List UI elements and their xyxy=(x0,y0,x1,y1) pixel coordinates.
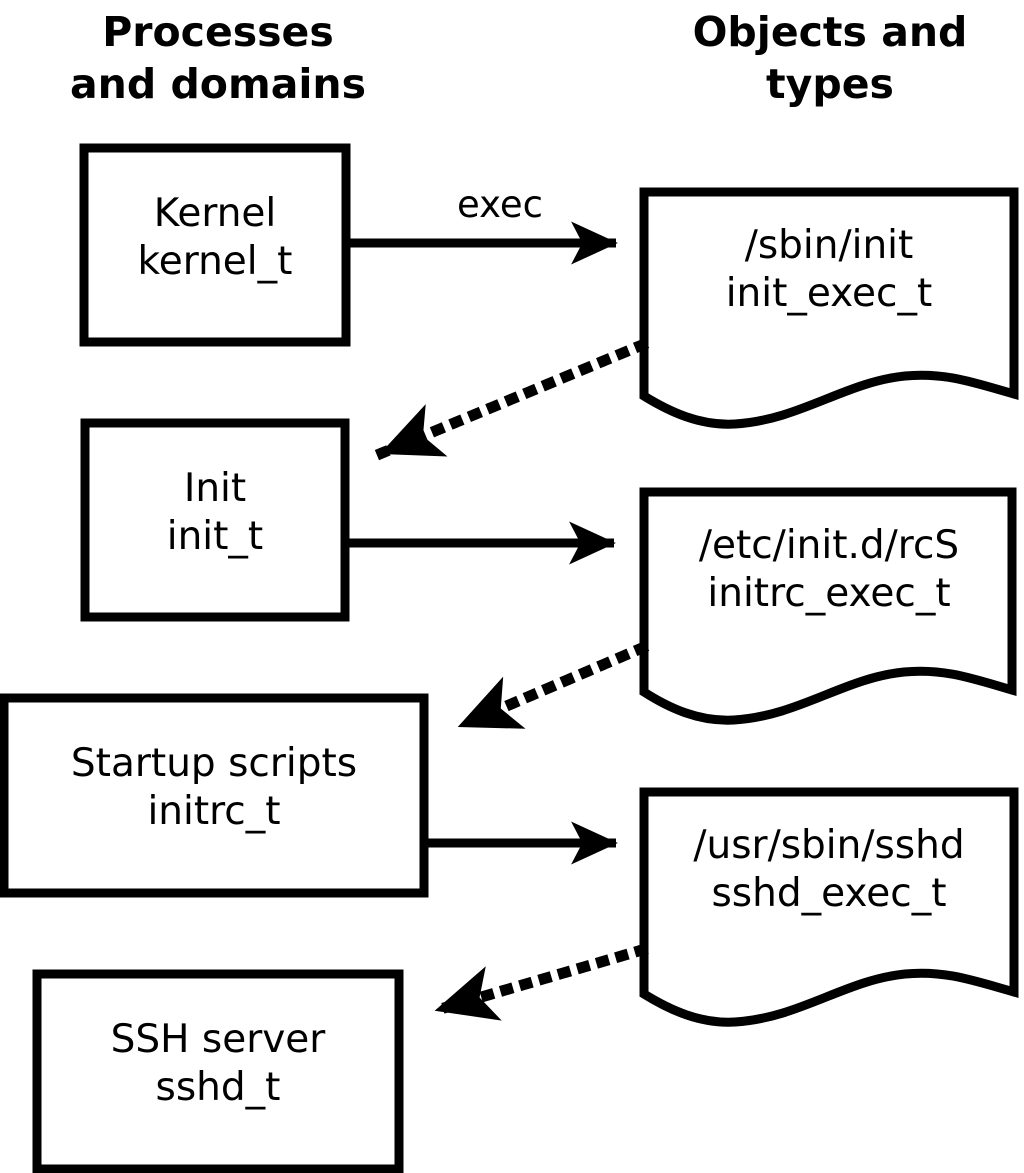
process-label-init: Init init_t xyxy=(166,466,264,559)
object-label-init-exec: /sbin/init init_exec_t xyxy=(725,223,933,316)
process-box-initrc[interactable] xyxy=(0,693,429,898)
process-box-init[interactable] xyxy=(80,418,350,622)
process-box-sshd[interactable] xyxy=(32,969,404,1173)
object-doc-initrc-exec[interactable] xyxy=(639,487,1017,725)
object-doc-sshd-exec[interactable] xyxy=(639,787,1019,1027)
edge-init-exec-to-init xyxy=(374,337,650,461)
process-box-kernel[interactable] xyxy=(79,143,351,347)
object-doc-init-exec[interactable] xyxy=(639,187,1019,429)
object-label-sshd-exec: /usr/sbin/sshd sshd_exec_t xyxy=(693,823,965,916)
column-heading-processes: Processes and domains xyxy=(69,8,367,109)
object-label-initrc-exec: /etc/init.d/rcS initrc_exec_t xyxy=(698,523,960,616)
edge-label-exec: exec xyxy=(457,183,543,226)
process-label-initrc: Startup scripts initrc_t xyxy=(70,741,358,834)
edge-initrc-exec-to-initrc xyxy=(452,640,650,734)
process-label-kernel: Kernel kernel_t xyxy=(137,191,293,284)
edge-sshd-exec-to-sshd xyxy=(430,943,649,1021)
process-label-sshd: SSH server sshd_t xyxy=(110,1017,326,1110)
column-heading-objects: Objects and types xyxy=(692,8,968,109)
